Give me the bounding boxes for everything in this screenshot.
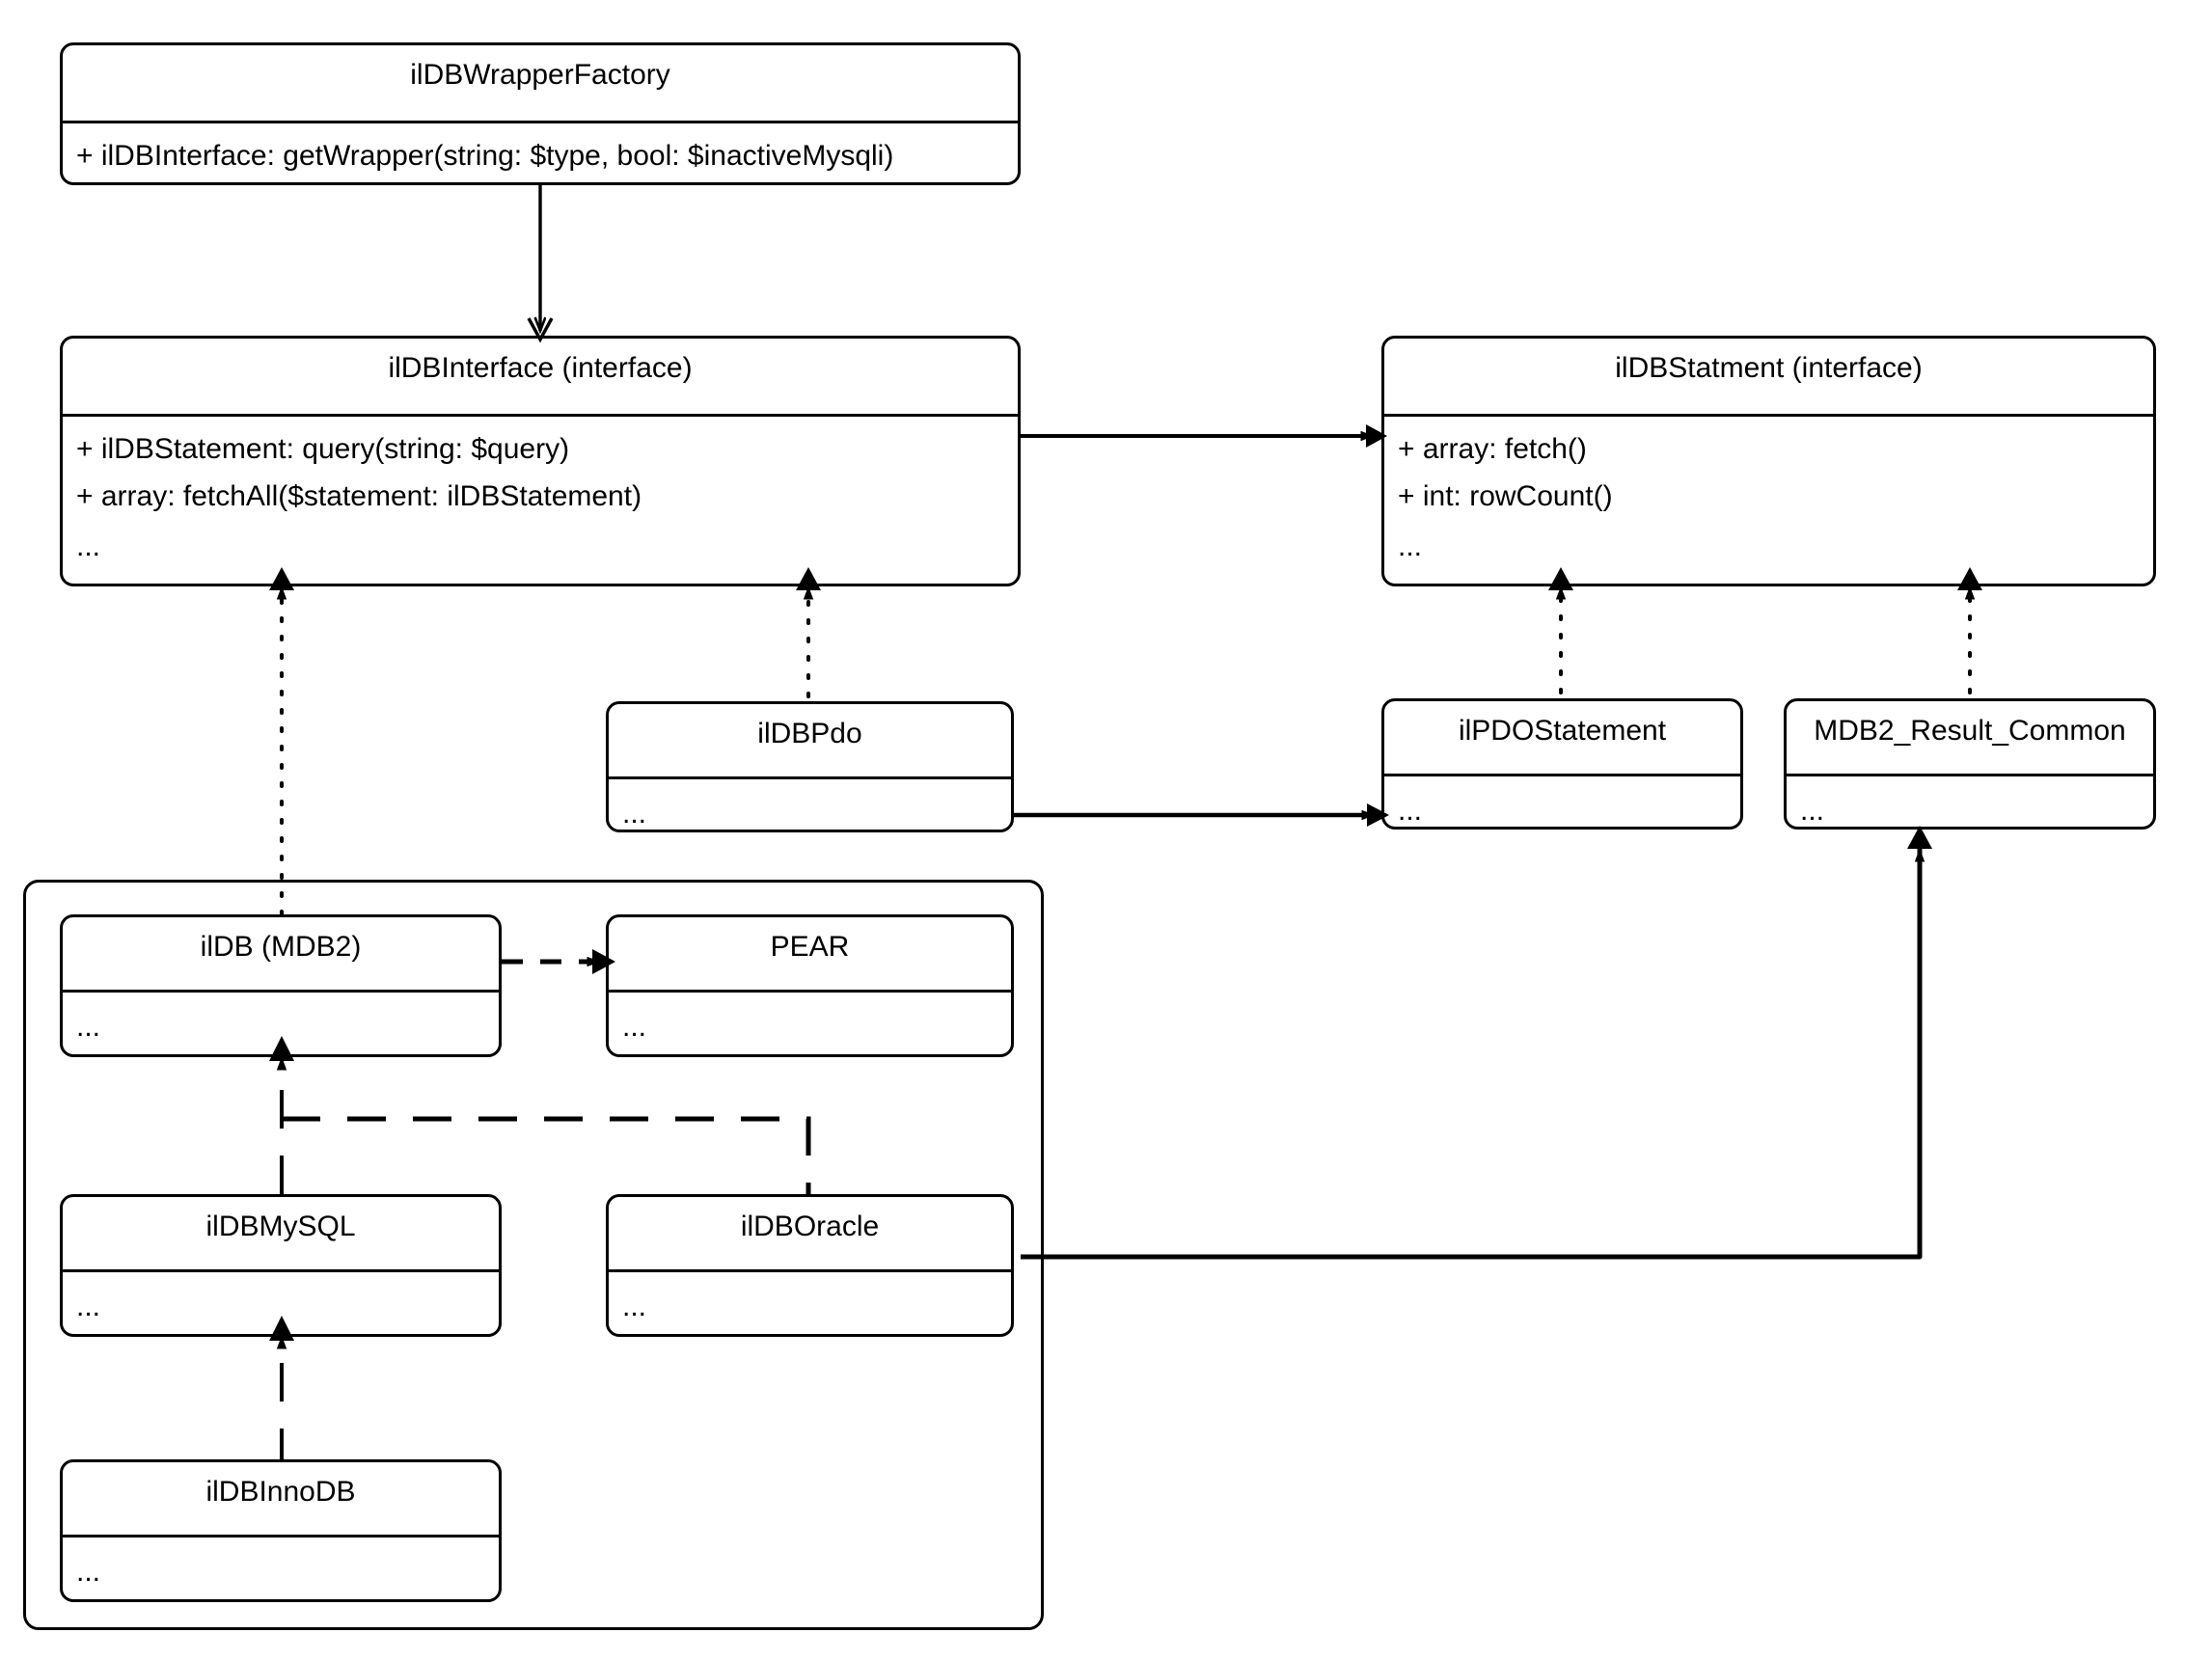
- class-member: ...: [1398, 530, 1423, 562]
- class-separator: [1384, 413, 2153, 417]
- class-box-ildbinnodb[interactable]: ilDBInnoDB ...: [60, 1459, 502, 1602]
- class-member: + int: rowCount(): [1398, 480, 1613, 513]
- class-separator: [63, 989, 499, 993]
- class-title: ilDBStatment (interface): [1615, 352, 1923, 384]
- class-separator: [63, 1268, 499, 1272]
- class-member: + array: fetch(): [1398, 432, 1587, 465]
- class-box-pear[interactable]: PEAR ...: [606, 914, 1014, 1057]
- class-title: MDB2_Result_Common: [1814, 715, 2126, 747]
- class-box-ilpdostatement[interactable]: ilPDOStatement ...: [1381, 698, 1743, 830]
- class-title: ilDBInnoDB: [205, 1476, 356, 1508]
- class-title: PEAR: [770, 931, 850, 963]
- class-members: ...: [1384, 776, 1740, 828]
- class-members: ...: [609, 1272, 1011, 1335]
- class-members: + ilDBInterface: getWrapper(string: $typ…: [63, 123, 1018, 183]
- class-member: ...: [1398, 794, 1423, 827]
- class-separator: [609, 776, 1011, 779]
- class-member: ...: [622, 1010, 647, 1043]
- class-separator: [1787, 773, 2153, 776]
- class-title: ilDBOracle: [740, 1211, 880, 1242]
- class-members: ...: [63, 1538, 499, 1600]
- class-title: ilDBWrapperFactory: [410, 59, 670, 91]
- class-separator: [609, 989, 1011, 993]
- class-members: ...: [1787, 776, 2153, 828]
- class-title: ilDB (MDB2): [200, 931, 362, 963]
- class-title: ilDBPdo: [757, 718, 862, 749]
- class-box-ildboracle[interactable]: ilDBOracle ...: [606, 1194, 1014, 1337]
- class-members: + ilDBStatement: query(string: $query) +…: [63, 417, 1018, 584]
- class-box-ildb-mdb2[interactable]: ilDB (MDB2) ...: [60, 914, 502, 1057]
- class-box-ildbstatment[interactable]: ilDBStatment (interface) + array: fetch(…: [1381, 336, 2156, 586]
- class-members: ...: [609, 779, 1011, 830]
- class-box-mdb2-result-common[interactable]: MDB2_Result_Common ...: [1784, 698, 2156, 830]
- class-separator: [609, 1268, 1011, 1272]
- class-member: ...: [76, 1290, 101, 1322]
- class-member: ...: [622, 1290, 647, 1322]
- class-separator: [63, 120, 1018, 123]
- class-title: ilDBMySQL: [205, 1211, 356, 1242]
- class-member: + ilDBInterface: getWrapper(string: $typ…: [76, 139, 894, 172]
- class-title: ilDBInterface (interface): [388, 352, 693, 384]
- class-member: + array: fetchAll($statement: ilDBStatem…: [76, 480, 642, 513]
- class-separator: [63, 1534, 499, 1538]
- class-box-ildbwrapperfactory[interactable]: ilDBWrapperFactory + ilDBInterface: getW…: [60, 42, 1021, 185]
- class-box-ildbinterface[interactable]: ilDBInterface (interface) + ilDBStatemen…: [60, 336, 1021, 586]
- class-members: ...: [63, 993, 499, 1055]
- conn-oracle-uses-mdb2result: [1021, 848, 1925, 1260]
- class-members: + array: fetch() + int: rowCount() ...: [1384, 417, 2153, 584]
- class-separator: [63, 413, 1018, 417]
- class-members: ...: [63, 1272, 499, 1335]
- class-member: + ilDBStatement: query(string: $query): [76, 432, 570, 465]
- class-member: ...: [1800, 794, 1825, 827]
- class-title: ilPDOStatement: [1458, 715, 1667, 747]
- class-box-ildbpdo[interactable]: ilDBPdo ...: [606, 701, 1014, 832]
- class-member: ...: [622, 797, 647, 830]
- class-separator: [1384, 773, 1740, 776]
- class-member: ...: [76, 530, 101, 562]
- class-member: ...: [76, 1555, 101, 1588]
- class-members: ...: [609, 993, 1011, 1055]
- class-member: ...: [76, 1010, 101, 1043]
- class-box-ildbmysql[interactable]: ilDBMySQL ...: [60, 1194, 502, 1337]
